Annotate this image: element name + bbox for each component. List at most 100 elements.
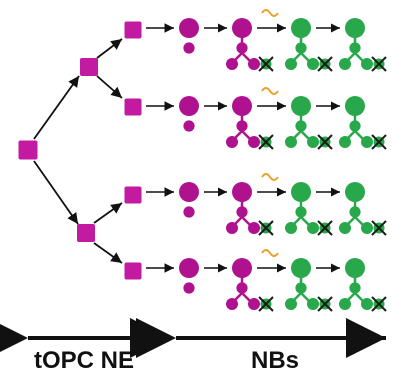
row-3-lineage-4-cross-b (371, 220, 387, 236)
row-4-cell-1-small-cell (183, 282, 195, 294)
neuroblast-row-4 (146, 249, 387, 312)
root-to-lower-branch-arrow (33, 160, 79, 225)
row-4-lineage-4 (339, 276, 387, 312)
lower-branch-progenitor-cell (77, 224, 95, 242)
row-2-lineage-4-daughter-right (361, 136, 373, 148)
row-4-lineage-3-cross-b (317, 296, 333, 312)
row-3-lineage-2-cross-b (258, 220, 274, 236)
row-3-lineage-3-cross-b (317, 220, 333, 236)
row-1-orange-mark (261, 9, 279, 17)
row-2-lineage-2-daughter-left (226, 136, 238, 148)
row-1-cell-1-large-cell (179, 18, 199, 38)
row-4-cell-2-large-cell (232, 258, 252, 278)
row-3-lineage-2-daughter-left (226, 222, 238, 234)
row-4-lineage-3-daughter-right (307, 298, 319, 310)
row-2-lineage-2 (226, 114, 274, 150)
row-2-cell-3-large-cell (291, 96, 311, 116)
row-3-lineage-3-daughter-left (285, 222, 297, 234)
upper-branch-to-terminal-2-arrow (96, 75, 123, 99)
row-1-lineage-4-daughter-right (361, 58, 373, 70)
bottom-axis: tOPC NE NBs (0, 318, 386, 374)
row-1-cell-4-large-cell (345, 18, 365, 38)
row-3-cell-4-large-cell (345, 182, 365, 202)
neuroblast-row-3 (146, 173, 387, 236)
row-1-lineage-2 (226, 36, 274, 72)
root-to-upper-branch-arrow (33, 75, 80, 140)
row-1-lineage-3-cross-b (317, 56, 333, 72)
row-2-cell-1-large-cell (179, 96, 199, 116)
row-2-cell-4-large-cell (345, 96, 365, 116)
row-2-orange-mark (261, 87, 279, 95)
row-4-cell-3-large-cell (291, 258, 311, 278)
row-3-orange-mark (261, 173, 279, 181)
row-2-lineage-3 (285, 114, 333, 150)
row-3-lineage-2 (226, 200, 274, 236)
row-4-lineage-2 (226, 276, 274, 312)
row-3-lineage-3 (285, 200, 333, 236)
row-1-cell-1-small-cell (183, 42, 195, 54)
row-1-lineage-2-daughter-right (248, 58, 260, 70)
row-2-lineage-3-daughter-left (285, 136, 297, 148)
row-3-cell-2-large-cell (232, 182, 252, 202)
row-4-lineage-3-daughter-left (285, 298, 297, 310)
terminal-progenitor-4 (124, 262, 142, 280)
row-1-lineage-2-daughter-left (226, 58, 238, 70)
row-1-cell-1 (179, 18, 199, 54)
row-3-lineage-4-daughter-left (339, 222, 351, 234)
row-4-lineage-4-cross-b (371, 296, 387, 312)
row-1-lineage-3 (285, 36, 333, 72)
left-axis-label: tOPC NE (34, 347, 134, 374)
row-1-lineage-4-cross-b (371, 56, 387, 72)
terminal-progenitor-1 (124, 21, 142, 39)
row-3-lineage-4 (339, 200, 387, 236)
row-3-lineage-3-daughter-right (307, 222, 319, 234)
row-2-lineage-4-cross-b (371, 134, 387, 150)
upper-branch-progenitor-cell (80, 58, 98, 76)
terminal-progenitor-2 (124, 98, 142, 116)
row-4-lineage-3 (285, 276, 333, 312)
row-3-lineage-2-daughter-right (248, 222, 260, 234)
row-4-lineage-4-daughter-left (339, 298, 351, 310)
progenitor-tree (18, 21, 142, 280)
row-4-lineage-4-daughter-right (361, 298, 373, 310)
row-1-lineage-2-cross-b (258, 56, 274, 72)
row-1-lineage-4-daughter-left (339, 58, 351, 70)
neuroblast-rows (146, 9, 387, 312)
row-2-lineage-2-daughter-right (248, 136, 260, 148)
right-axis-label: NBs (251, 347, 299, 374)
lower-branch-to-terminal-3-arrow (93, 202, 123, 224)
row-3-cell-1-small-cell (183, 206, 195, 218)
row-2-lineage-4-daughter-left (339, 136, 351, 148)
row-3-cell-3-large-cell (291, 182, 311, 202)
row-1-cell-2-large-cell (232, 18, 252, 38)
row-2-lineage-4 (339, 114, 387, 150)
row-4-cell-4-large-cell (345, 258, 365, 278)
row-1-cell-3-large-cell (291, 18, 311, 38)
neuroblast-row-1 (146, 9, 387, 72)
row-1-lineage-3-daughter-right (307, 58, 319, 70)
terminal-progenitor-3 (124, 186, 142, 204)
upper-branch-to-terminal-1-arrow (96, 38, 123, 59)
row-4-cell-1-large-cell (179, 258, 199, 278)
row-2-cell-1-small-cell (183, 120, 195, 132)
row-4-lineage-2-daughter-right (248, 298, 260, 310)
row-2-lineage-2-cross-b (258, 134, 274, 150)
row-1-cell-4 (345, 18, 365, 54)
row-2-cell-3 (291, 96, 311, 132)
row-2-lineage-3-cross-b (317, 134, 333, 150)
row-3-cell-1 (179, 182, 199, 218)
lower-branch-to-terminal-4-arrow (93, 242, 123, 264)
row-3-cell-4 (345, 182, 365, 218)
row-2-cell-2-large-cell (232, 96, 252, 116)
row-4-orange-mark (261, 249, 279, 257)
row-3-lineage-4-daughter-right (361, 222, 373, 234)
row-1-lineage-4 (339, 36, 387, 72)
row-3-cell-1-large-cell (179, 182, 199, 202)
row-1-lineage-3-daughter-left (285, 58, 297, 70)
row-4-cell-1 (179, 258, 199, 294)
row-2-lineage-3-daughter-right (307, 136, 319, 148)
root-progenitor-cell (18, 140, 38, 160)
row-4-lineage-2-daughter-left (226, 298, 238, 310)
neuroblast-row-2 (146, 87, 387, 150)
